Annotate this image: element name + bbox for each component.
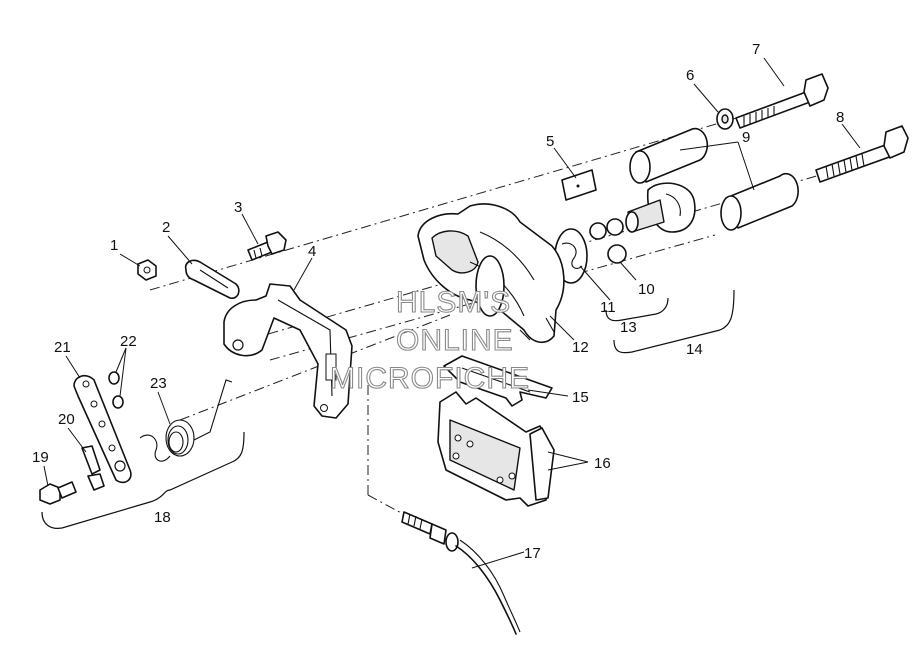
- leader-lines: [43, 57, 861, 569]
- part-5-plate: [561, 169, 597, 201]
- part-22-rollers: [108, 371, 124, 409]
- callout-5: 5: [546, 133, 554, 150]
- part-19-bolt: [39, 481, 77, 505]
- watermark-line-3: MICROFICHE: [330, 362, 530, 395]
- watermark-line-2: ONLINE: [396, 324, 514, 357]
- part-4-bracket: [223, 283, 353, 419]
- callout-16: 16: [594, 455, 611, 472]
- group-brackets: [41, 289, 735, 529]
- part-12-caliper-body: [417, 203, 565, 343]
- watermark-line-1: HLSM'S: [396, 286, 511, 319]
- callout-18: 18: [154, 509, 171, 526]
- callout-6: 6: [686, 67, 694, 84]
- callout-7: 7: [752, 41, 760, 58]
- callout-8: 8: [836, 109, 844, 126]
- callout-2: 2: [162, 219, 170, 236]
- part-9-bushings: [629, 127, 799, 231]
- part-20-clip: [81, 445, 105, 491]
- callout-4: 4: [308, 243, 316, 260]
- part-16-brake-pads: [437, 391, 555, 507]
- callout-19: 19: [32, 449, 49, 466]
- callout-22: 22: [120, 333, 137, 350]
- callout-9: 9: [742, 129, 750, 146]
- callout-21: 21: [54, 339, 71, 356]
- callout-10: 10: [638, 281, 655, 298]
- part-15-spring-clip: [443, 355, 553, 407]
- callout-11: 11: [600, 299, 616, 316]
- watermark: HLSM'S ONLINE MICROFICHE: [329, 285, 530, 395]
- part-10-balls: [589, 218, 627, 264]
- part-8-bolt: [815, 125, 909, 183]
- part-3-bolt: [247, 231, 287, 261]
- callout-3: 3: [234, 199, 242, 216]
- part-6-washer: [716, 108, 734, 130]
- callout-labels: 1 2 3 4 5 6 7 8 9 10 11 12 13 14 15 16 1…: [32, 41, 844, 562]
- callout-1: 1: [110, 237, 118, 254]
- part-7-bolt: [735, 73, 829, 129]
- part-23-spring: [139, 379, 233, 462]
- callout-14: 14: [686, 341, 703, 358]
- part-1-nut: [137, 259, 157, 281]
- callout-23: 23: [150, 375, 167, 392]
- part-17-cable: [401, 511, 521, 635]
- part-actuator-cam: [625, 182, 696, 233]
- callout-13: 13: [620, 319, 637, 336]
- callout-17: 17: [524, 545, 541, 562]
- callout-15: 15: [572, 389, 589, 406]
- callout-20: 20: [58, 411, 75, 428]
- part-21-lever: [73, 374, 132, 484]
- callout-12: 12: [572, 339, 589, 356]
